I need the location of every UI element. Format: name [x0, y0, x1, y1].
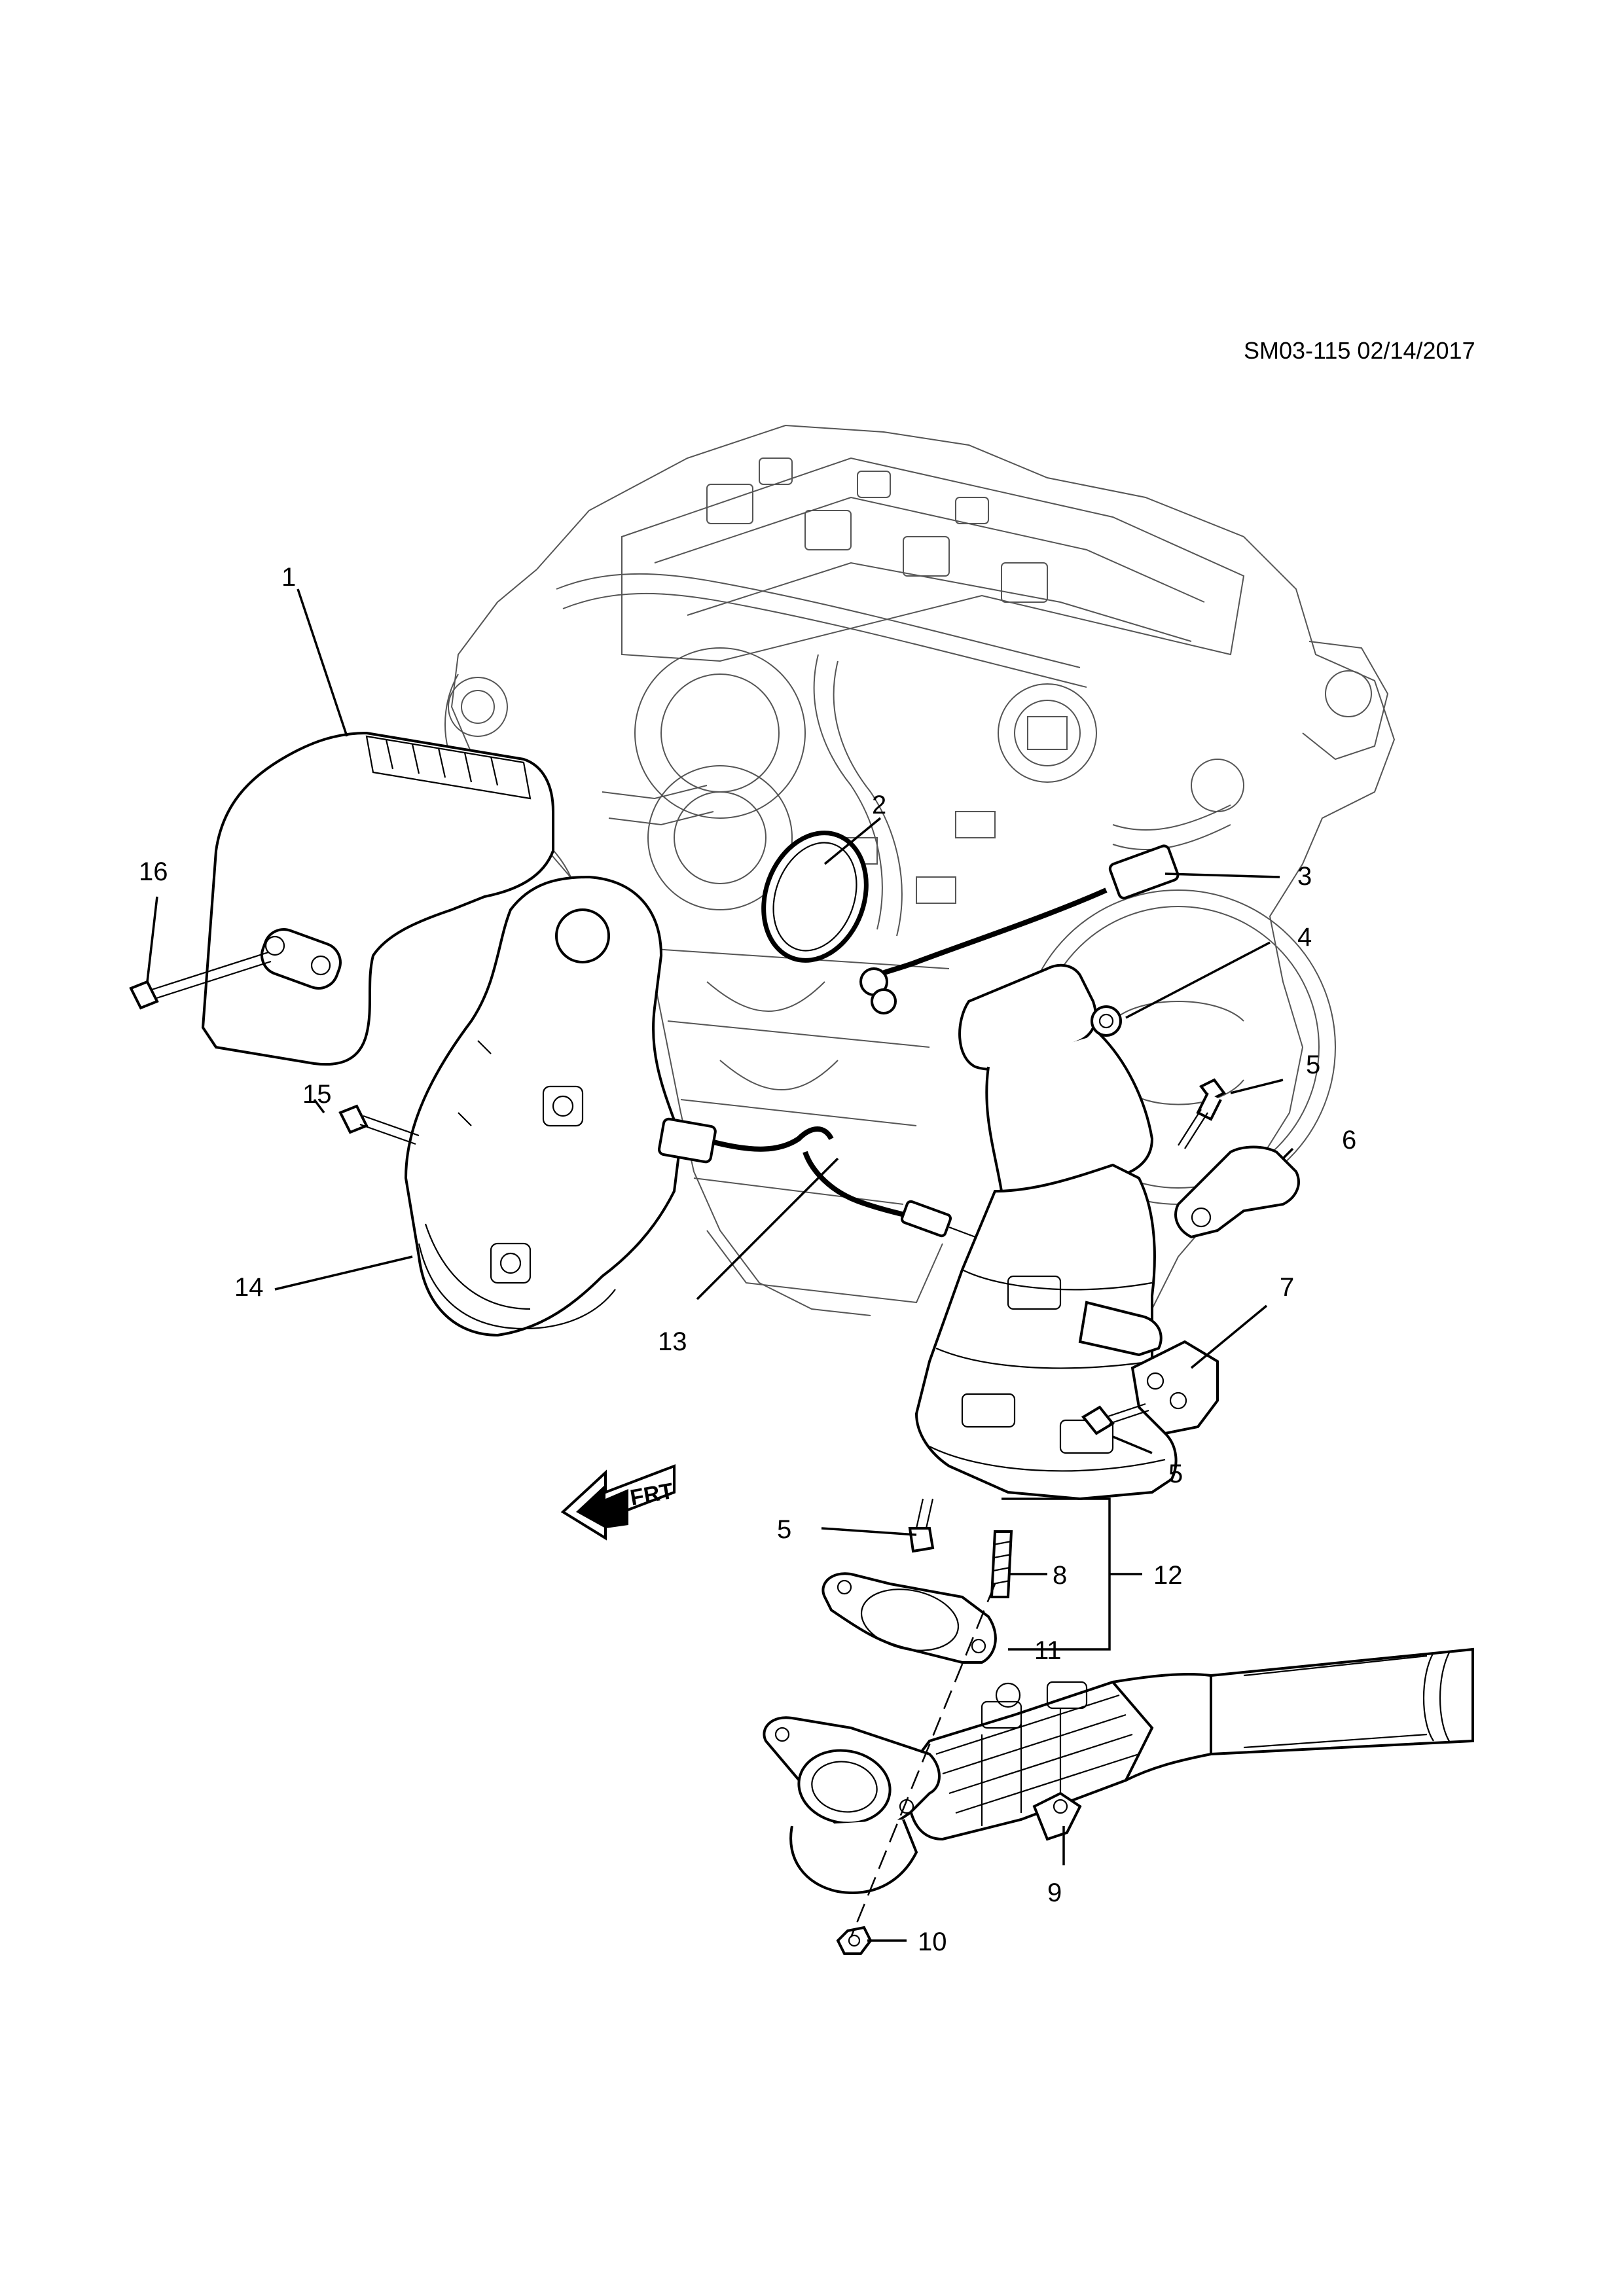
alignment-dashed-line [850, 1583, 996, 1938]
callout-4: 4 [1297, 923, 1312, 952]
bolt-part-16 [129, 951, 272, 1010]
callout-5-middle: 5 [1168, 1460, 1183, 1488]
callout-8: 8 [1053, 1561, 1067, 1590]
nut-part-4 [1091, 1005, 1122, 1037]
bracket-part-6 [1174, 1145, 1300, 1239]
front-direction-indicator: FRT [560, 1464, 676, 1541]
callout-7: 7 [1280, 1273, 1294, 1302]
callout-1: 1 [281, 563, 296, 592]
lower-oxygen-sensor [658, 1117, 976, 1238]
callout-16: 16 [139, 857, 168, 886]
callout-10: 10 [918, 1928, 947, 1956]
leader-lines [146, 588, 1294, 1942]
callout-9: 9 [1047, 1878, 1062, 1907]
callout-2: 2 [872, 791, 886, 819]
callout-5-upper: 5 [1306, 1050, 1320, 1079]
upper-heat-shield [201, 731, 554, 1066]
bolt-part-5-upper [1178, 1078, 1227, 1149]
bolt-part-15 [338, 1104, 420, 1145]
lower-heat-shield [404, 875, 683, 1337]
reference-code: SM03-115 02/14/2017 [1244, 337, 1475, 364]
nut-part-10 [836, 1926, 873, 1955]
callout-labels: 1 2 3 4 5 6 7 5 5 8 12 11 9 10 13 14 15 … [139, 563, 1356, 1956]
callout-13: 13 [658, 1327, 687, 1356]
callout-14: 14 [234, 1273, 264, 1302]
callout-12: 12 [1153, 1561, 1183, 1590]
callout-3: 3 [1297, 862, 1312, 891]
gasket-part-11 [821, 1572, 997, 1664]
callout-5-lower: 5 [777, 1515, 791, 1544]
bolt-part-5-lower [908, 1498, 935, 1553]
upper-oxygen-sensor [859, 844, 1180, 1014]
stud-part-8 [990, 1530, 1013, 1598]
callout-11: 11 [1034, 1636, 1062, 1665]
callout-15: 15 [302, 1080, 332, 1109]
catalytic-converter [914, 963, 1178, 1501]
gasket-ring [761, 831, 869, 963]
bolt-part-5-middle [1081, 1403, 1149, 1435]
exhaust-pipe-part-9 [763, 1647, 1474, 1894]
callout-6: 6 [1342, 1126, 1356, 1155]
